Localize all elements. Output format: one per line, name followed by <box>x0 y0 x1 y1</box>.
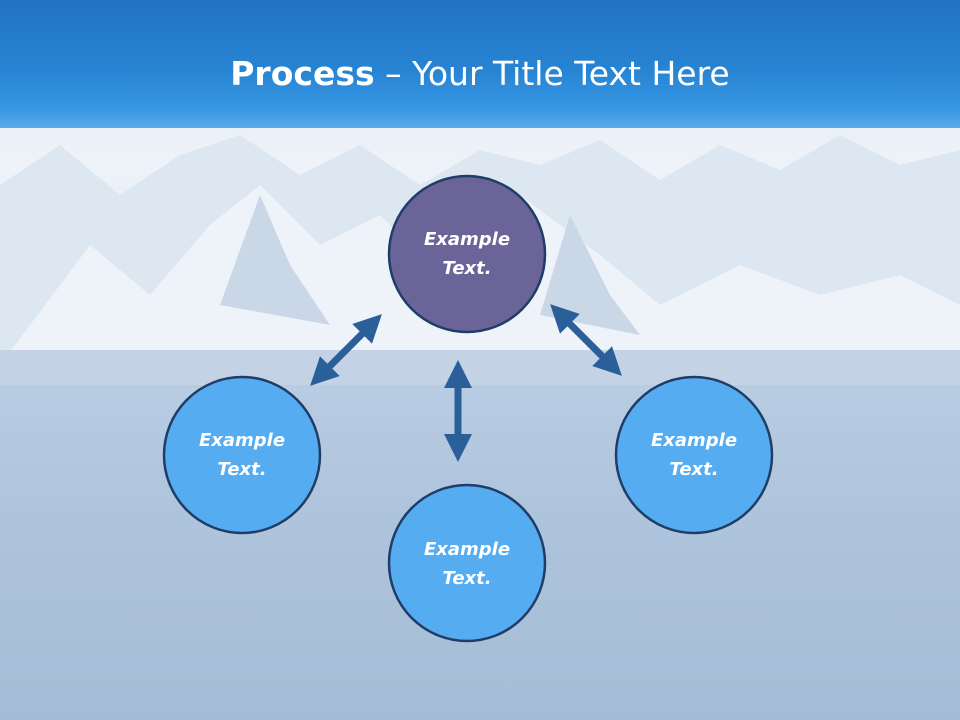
node-bottom-text: Example Text. <box>387 535 547 593</box>
slide-title: Process – Your Title Text Here <box>0 52 960 96</box>
node-left-circle <box>162 375 322 535</box>
title-bold: Process <box>230 54 375 93</box>
node-bottom-line1: Example <box>423 539 511 560</box>
node-left-text: Example Text. <box>162 426 322 484</box>
node-right-text: Example Text. <box>614 426 774 484</box>
title-rest: – Your Title Text Here <box>374 54 730 93</box>
node-right-line1: Example <box>650 430 738 451</box>
node-right-line2: Text. <box>669 459 719 480</box>
node-top-line2: Text. <box>442 258 492 279</box>
node-top-circle <box>387 174 547 334</box>
node-left-line2: Text. <box>217 459 267 480</box>
node-top-text: Example Text. <box>387 225 547 283</box>
node-left-line1: Example <box>198 430 286 451</box>
arrow-top-left <box>310 314 382 386</box>
node-right-circle <box>614 375 774 535</box>
node-bottom-line2: Text. <box>442 568 492 589</box>
arrow-top-right <box>550 304 622 376</box>
node-top-line1: Example <box>423 229 511 250</box>
node-bottom-circle <box>387 483 547 643</box>
title-bar: Process – Your Title Text Here <box>0 0 960 128</box>
